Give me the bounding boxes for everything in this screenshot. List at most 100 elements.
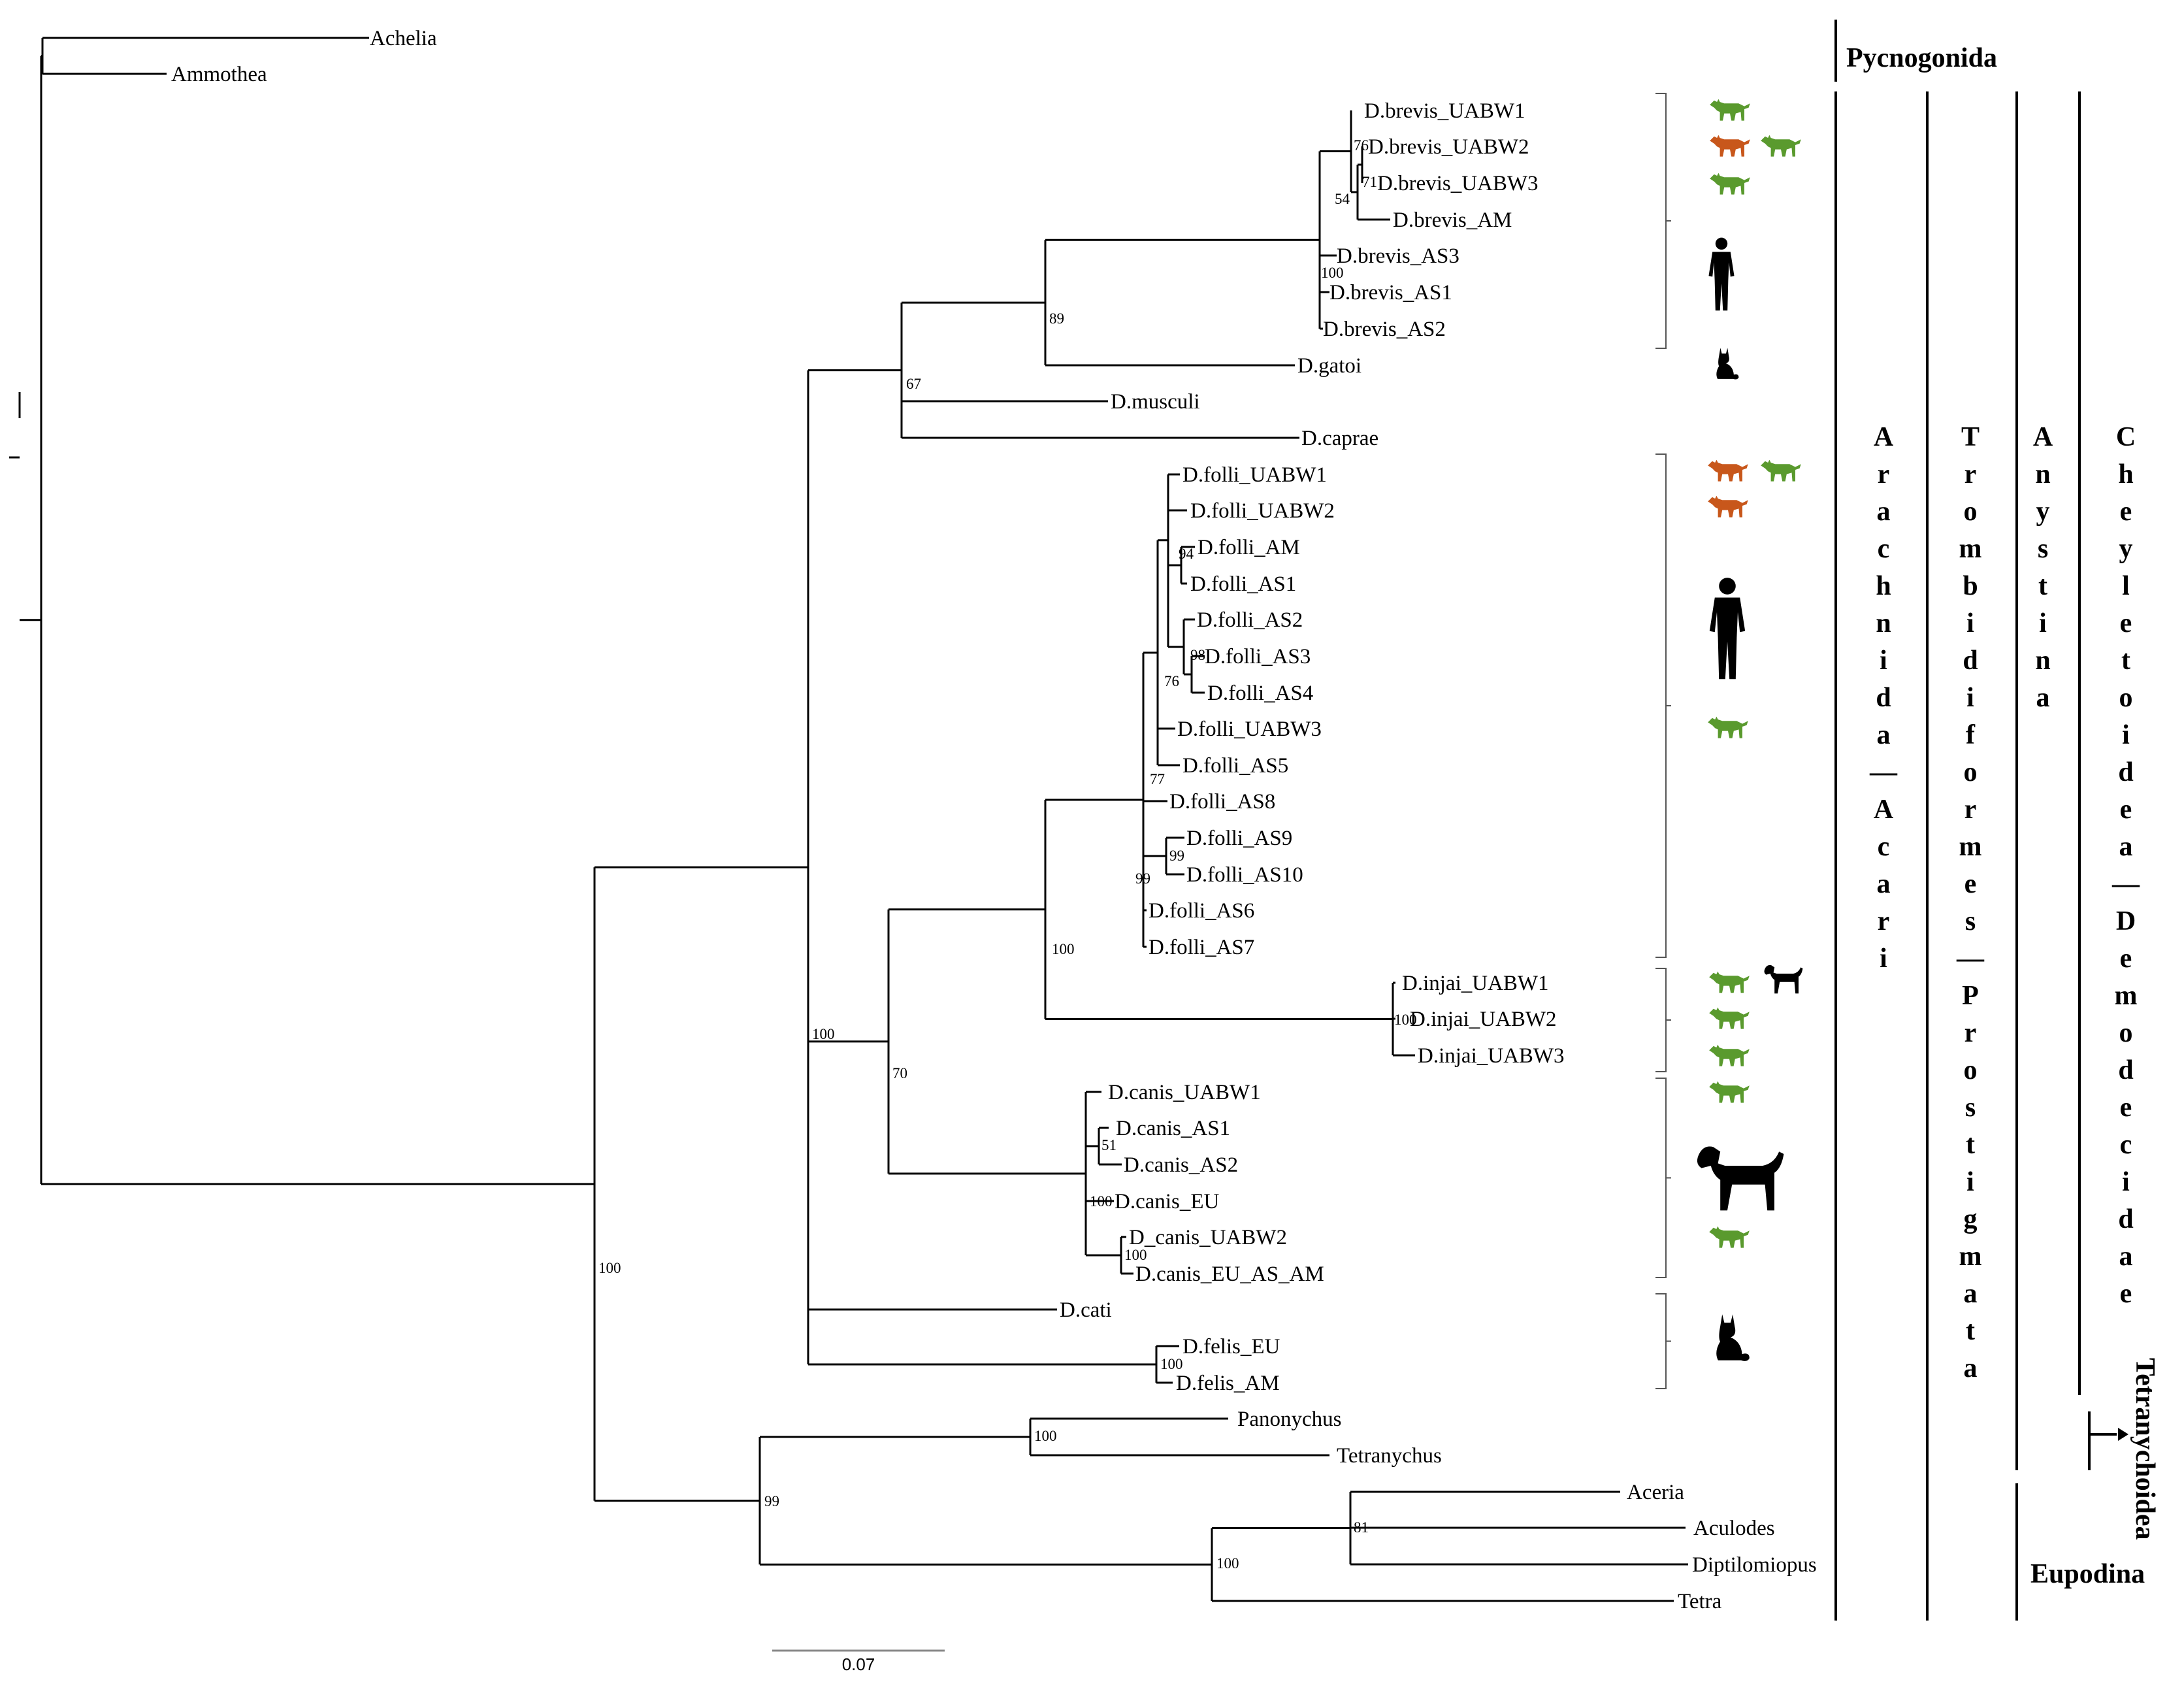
support-value: 100 [812,1026,835,1042]
leaf-label: D.brevis_AS3 [1337,244,1459,268]
clade-label-pycnogonida: Pycnogonida [1846,43,1997,73]
leaf-label: D.folli_AM [1198,536,1300,559]
leaf-label: D.felis_EU [1182,1335,1280,1359]
leaf-label: D.folli_AS6 [1149,899,1254,923]
cat-icon [1716,1314,1750,1361]
leaf-label: D.gatoi [1297,354,1361,378]
support-value: 100 [1090,1193,1113,1210]
human-icon [1709,578,1746,680]
leaf-label: D.brevis_AM [1393,208,1512,232]
support-value: 98 [1190,647,1205,663]
leaf-label: D.folli_AS3 [1205,645,1311,668]
leaf-label: D_canis_UABW2 [1129,1226,1287,1249]
leaf-label: D.brevis_UABW2 [1368,135,1529,159]
support-value: 100 [1216,1555,1239,1572]
wolf-icon [1709,1044,1750,1066]
leaf-label: D.brevis_AS2 [1323,318,1446,341]
dog-icon [1764,964,1803,994]
support-value: 100 [598,1260,621,1276]
leaf-label: Achelia [370,27,437,50]
host-bracket [1655,1293,1671,1389]
leaf-label: D.brevis_UABW1 [1364,99,1525,123]
leaf-label: D.injai_UABW2 [1410,1008,1557,1031]
leaf-label: D.canis_EU [1115,1190,1220,1213]
host-bracket [1655,1078,1671,1278]
wolf-icon [1708,459,1748,482]
wolf-icon [1708,495,1748,518]
support-value: 51 [1101,1137,1116,1153]
wolf-icon [1710,135,1750,157]
leaf-label: D.injai_UABW3 [1418,1044,1565,1068]
leaf-label: D.cati [1060,1298,1112,1322]
leaf-label: D.canis_AS1 [1116,1117,1230,1140]
wolf-icon [1710,173,1750,195]
scale-bar-label: 0.07 [842,1655,875,1674]
wolf-icon [1761,459,1801,482]
leaf-label: Diptilomiopus [1692,1553,1817,1577]
leaf-label: D.folli_UABW3 [1177,717,1322,741]
tree-branches [20,37,1688,1602]
leaf-label: D.folli_AS5 [1182,754,1288,778]
support-value: 77 [1150,771,1165,787]
leaf-label: Ammothea [171,63,267,86]
dog-icon [1697,1146,1784,1211]
support-value: 99 [764,1493,779,1509]
support-value: 100 [1034,1428,1057,1444]
leaf-label: D.folli_AS10 [1186,863,1303,887]
leaf-label: Panonychus [1237,1408,1342,1431]
leaf-label: D.canis_EU_AS_AM [1135,1262,1324,1286]
leaf-label: D.brevis_AS1 [1329,281,1452,305]
leaf-label: D.folli_AS1 [1190,572,1296,596]
leaf-label: D.folli_UABW2 [1190,499,1335,523]
support-value: 94 [1179,546,1194,562]
clade-label-tetranychoidea: Tetranychoidea [2130,1358,2160,1540]
clade-label-eupodina: Eupodina [2030,1559,2145,1589]
host-bracket [1655,968,1671,1072]
support-value: 99 [1135,870,1150,887]
host-bracket [1655,93,1671,349]
host-icons [1697,99,1803,1361]
leaf-label: D.felis_AM [1176,1372,1280,1395]
host-brackets [1655,93,1671,1389]
leaf-label: Aculodes [1693,1517,1775,1540]
support-value: 100 [1321,265,1344,281]
support-value: 100 [1394,1012,1417,1028]
support-value: 100 [1124,1247,1147,1263]
wolf-icon [1709,1226,1750,1248]
support-value: 54 [1335,191,1350,207]
support-value: 70 [892,1065,907,1081]
leaf-label: Tetra [1678,1590,1722,1613]
clade-lines [9,20,2128,1621]
leaf-label: Tetranychus [1337,1444,1442,1468]
host-bracket [1655,453,1671,958]
leaf-label: D.folli_AS9 [1186,827,1292,850]
support-value: 71 [1362,174,1377,190]
support-value: 67 [906,376,921,392]
leaf-label: D.caprae [1301,427,1378,450]
support-value: 76 [1354,137,1369,154]
leaf-labels: Achelia Ammothea D.brevis_UABW1 D.brevis… [171,27,1817,1613]
leaf-label: D.folli_UABW1 [1182,463,1327,487]
cat-icon [1716,348,1739,380]
leaf-label: Aceria [1627,1481,1684,1504]
scale-bar: 0.07 [772,1649,945,1674]
arrow-icon [2118,1428,2128,1441]
wolf-icon [1710,99,1750,121]
wolf-icon [1709,1081,1750,1103]
support-value: 76 [1164,673,1179,689]
leaf-label: D.musculi [1111,390,1200,414]
wolf-icon [1708,716,1748,738]
support-value: 89 [1049,310,1064,327]
leaf-label: D.folli_AS2 [1197,608,1303,632]
support-value: 99 [1169,848,1184,864]
support-value: 100 [1052,941,1075,957]
human-icon [1708,237,1735,311]
leaf-label: D.canis_AS2 [1124,1153,1238,1177]
support-value: 81 [1354,1519,1369,1536]
leaf-label: D.brevis_UABW3 [1377,172,1539,195]
leaf-label: D.canis_UABW1 [1108,1081,1261,1104]
